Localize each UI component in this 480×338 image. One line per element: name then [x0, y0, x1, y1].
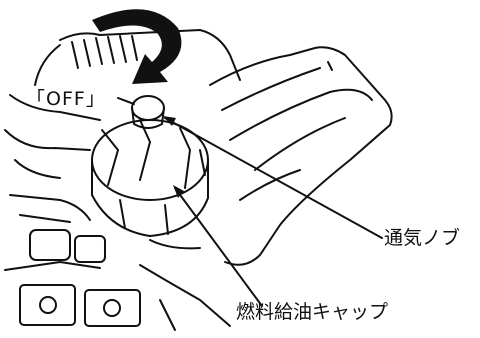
off-label: 「OFF」 [26, 88, 106, 110]
vent-leader-line [164, 117, 383, 239]
engine-parts [4, 94, 231, 331]
curved-arrow-icon [92, 9, 182, 85]
fuel-tank [209, 46, 393, 266]
fuel-cap-drawing [91, 95, 209, 237]
cap-leader-line [174, 187, 263, 307]
fuel-cap-label: 燃料給油キャップ [236, 301, 389, 323]
starter-housing [34, 29, 241, 86]
vent-arrowhead [163, 116, 176, 126]
off-pointer-line [117, 97, 135, 105]
cap-arrowhead [173, 185, 184, 198]
vent-knob-label: 通気ノブ [384, 227, 461, 249]
